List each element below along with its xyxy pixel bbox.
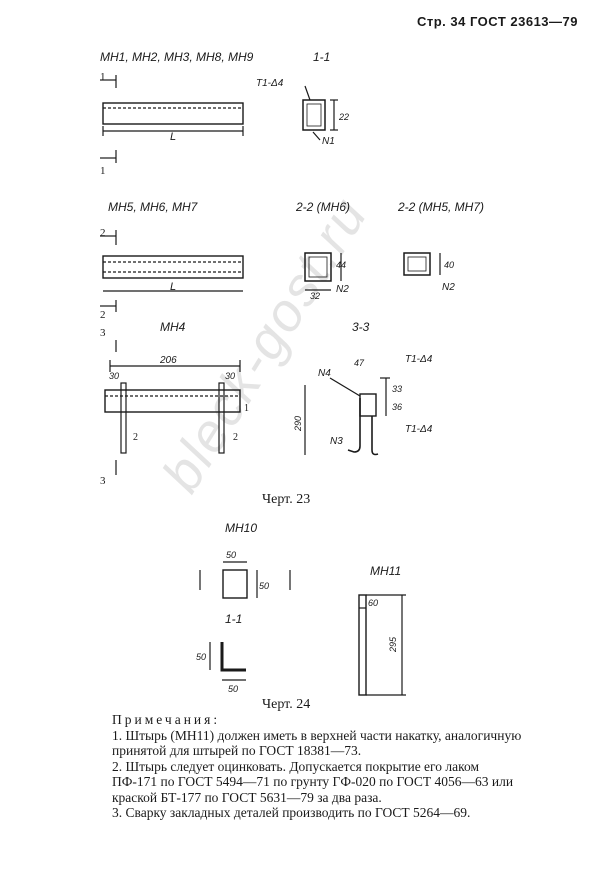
dim-40: 40 <box>444 260 454 270</box>
dim-32: 32 <box>310 291 320 301</box>
section-mark-2-bottom: 2 <box>100 309 106 321</box>
dim-33: 33 <box>392 384 402 394</box>
weld-t1-3: Т1-Δ4 <box>405 354 433 365</box>
section-mark-1-top: 1 <box>100 71 106 83</box>
length-label-2: L <box>170 281 176 293</box>
dim-30-right: 30 <box>225 371 235 381</box>
mn10-section-1-1-title: 1-1 <box>225 612 242 626</box>
n2-label-b: N2 <box>442 282 455 293</box>
note-2: 2. Штырь следует оцинковать. Допускается… <box>112 758 514 805</box>
n4-label: N4 <box>318 368 331 379</box>
note-3: 3. Сварку закладных деталей производить … <box>112 805 471 820</box>
length-label: L <box>170 131 176 143</box>
dim-50-sec-h: 50 <box>228 684 238 694</box>
dim-60: 60 <box>368 598 378 608</box>
mn10-title: МН10 <box>225 521 257 535</box>
section-2-2-mn5-title: 2-2 (МН5, МН7) <box>397 200 484 214</box>
mark-2-right: 2 <box>233 432 238 443</box>
dim-50-sec-v: 50 <box>196 652 206 662</box>
dim-22: 22 <box>338 112 349 122</box>
dim-295: 295 <box>388 636 398 653</box>
notes-title: Примечания: <box>112 712 221 727</box>
section-2-2-mn6-title: 2-2 (МН6) <box>295 200 350 214</box>
n2-label-a: N2 <box>336 284 349 295</box>
section-3-3 <box>304 377 390 456</box>
mn10-view <box>199 561 291 599</box>
n3-label: N3 <box>330 436 343 447</box>
mn11-view <box>358 594 406 696</box>
caption-fig24: Черт. 24 <box>262 697 311 712</box>
weld-t1: Т1-Δ4 <box>256 78 284 89</box>
section-mark-3-bottom: 3 <box>100 475 106 487</box>
mn4-title: МН4 <box>160 320 186 334</box>
caption-fig23: Черт. 23 <box>262 492 311 507</box>
section-3-3-title: 3-3 <box>352 320 370 334</box>
technical-drawing: МН1, МН2, МН3, МН8, МН9 1 1 L 1-1 Т1-Δ4 … <box>100 50 484 696</box>
section-mark-2-top: 2 <box>100 227 106 239</box>
mn11-title: МН11 <box>370 564 401 578</box>
mn4-view <box>104 340 241 475</box>
page-header: Стр. 34 ГОСТ 23613—79 <box>416 14 578 29</box>
section-2-2-mn6 <box>304 252 342 291</box>
section-1-1 <box>302 85 338 141</box>
section-1-1-title: 1-1 <box>313 50 330 64</box>
dim-36: 36 <box>392 402 402 412</box>
dim-50-side: 50 <box>259 581 269 591</box>
mn1-view <box>100 75 244 163</box>
dim-290: 290 <box>293 416 303 432</box>
section-mark-3-top: 3 <box>100 327 106 339</box>
dim-44: 44 <box>336 260 346 270</box>
mn1-title: МН1, МН2, МН3, МН8, МН9 <box>100 50 254 64</box>
notes-section: Примечания: 1. Штырь (МН11) должен иметь… <box>92 712 522 821</box>
mark-1: 1 <box>244 403 249 414</box>
n1-label: N1 <box>322 136 335 147</box>
mn5-view <box>100 230 244 312</box>
weld-t1-4: Т1-Δ4 <box>405 424 433 435</box>
mn5-title: МН5, МН6, МН7 <box>108 200 199 214</box>
dim-30-left: 30 <box>109 371 119 381</box>
mn10-section-1-1 <box>209 642 246 681</box>
section-2-2-mn5 <box>403 252 441 276</box>
dim-206: 206 <box>159 355 177 366</box>
mark-2-left: 2 <box>133 432 138 443</box>
dim-47: 47 <box>354 358 365 368</box>
dim-50-top: 50 <box>226 550 236 560</box>
section-mark-1-bottom: 1 <box>100 165 106 177</box>
note-1: 1. Штырь (МН11) должен иметь в верхней ч… <box>112 727 522 759</box>
